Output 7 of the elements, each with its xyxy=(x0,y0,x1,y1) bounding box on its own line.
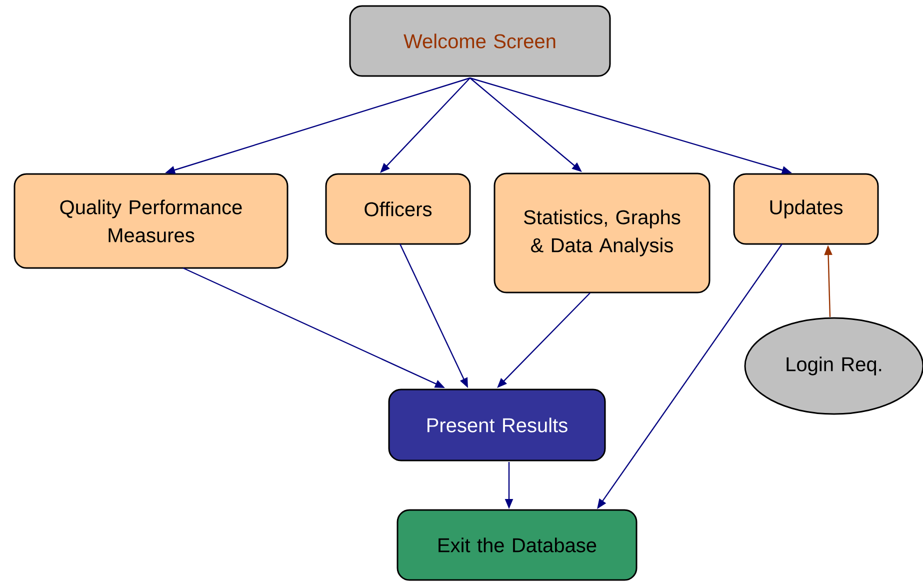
process-box: Updates xyxy=(733,173,879,245)
result-box: Present Results xyxy=(388,388,606,462)
process-box: Statistics, Graphs & Data Analysis xyxy=(494,172,710,294)
process-box: Quality Performance Measures xyxy=(14,173,288,269)
screen-box: Welcome Screen xyxy=(349,5,611,77)
exit-box: Exit the Database xyxy=(396,509,638,581)
process-box: Officers xyxy=(325,173,471,245)
